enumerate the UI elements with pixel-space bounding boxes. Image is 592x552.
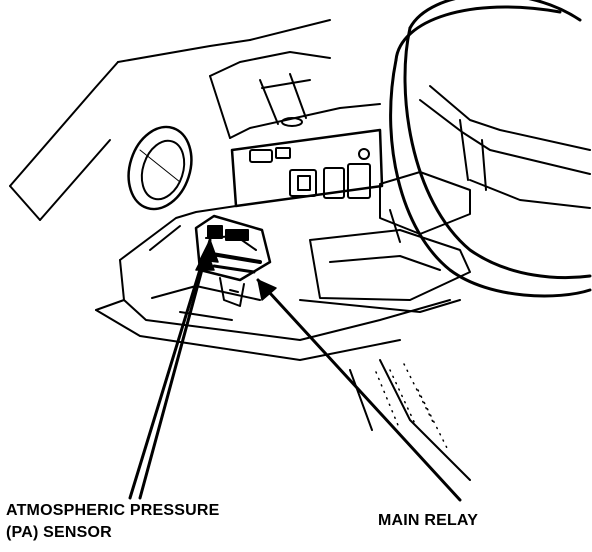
main-relay-label-text: MAIN RELAY (378, 512, 479, 529)
switch-panel (230, 128, 384, 208)
steering-wheel (389, 0, 592, 298)
main-relay-leader (256, 278, 462, 502)
steering-column (299, 171, 471, 313)
floor-area (349, 359, 471, 481)
pa-sensor-label: ATMOSPHERIC PRESSURE (PA) SENSOR (6, 500, 220, 544)
pa-sensor-label-line2: (PA) SENSOR (6, 524, 112, 541)
main-relay-label: MAIN RELAY (378, 510, 478, 532)
relay-sensor-unit (194, 214, 272, 307)
side-panel-outline (9, 19, 331, 221)
pa-sensor-leader-2 (138, 238, 219, 500)
side-air-vent (127, 125, 193, 211)
center-console (209, 51, 381, 139)
pa-sensor-label-line1: ATMOSPHERIC PRESSURE (6, 502, 220, 519)
